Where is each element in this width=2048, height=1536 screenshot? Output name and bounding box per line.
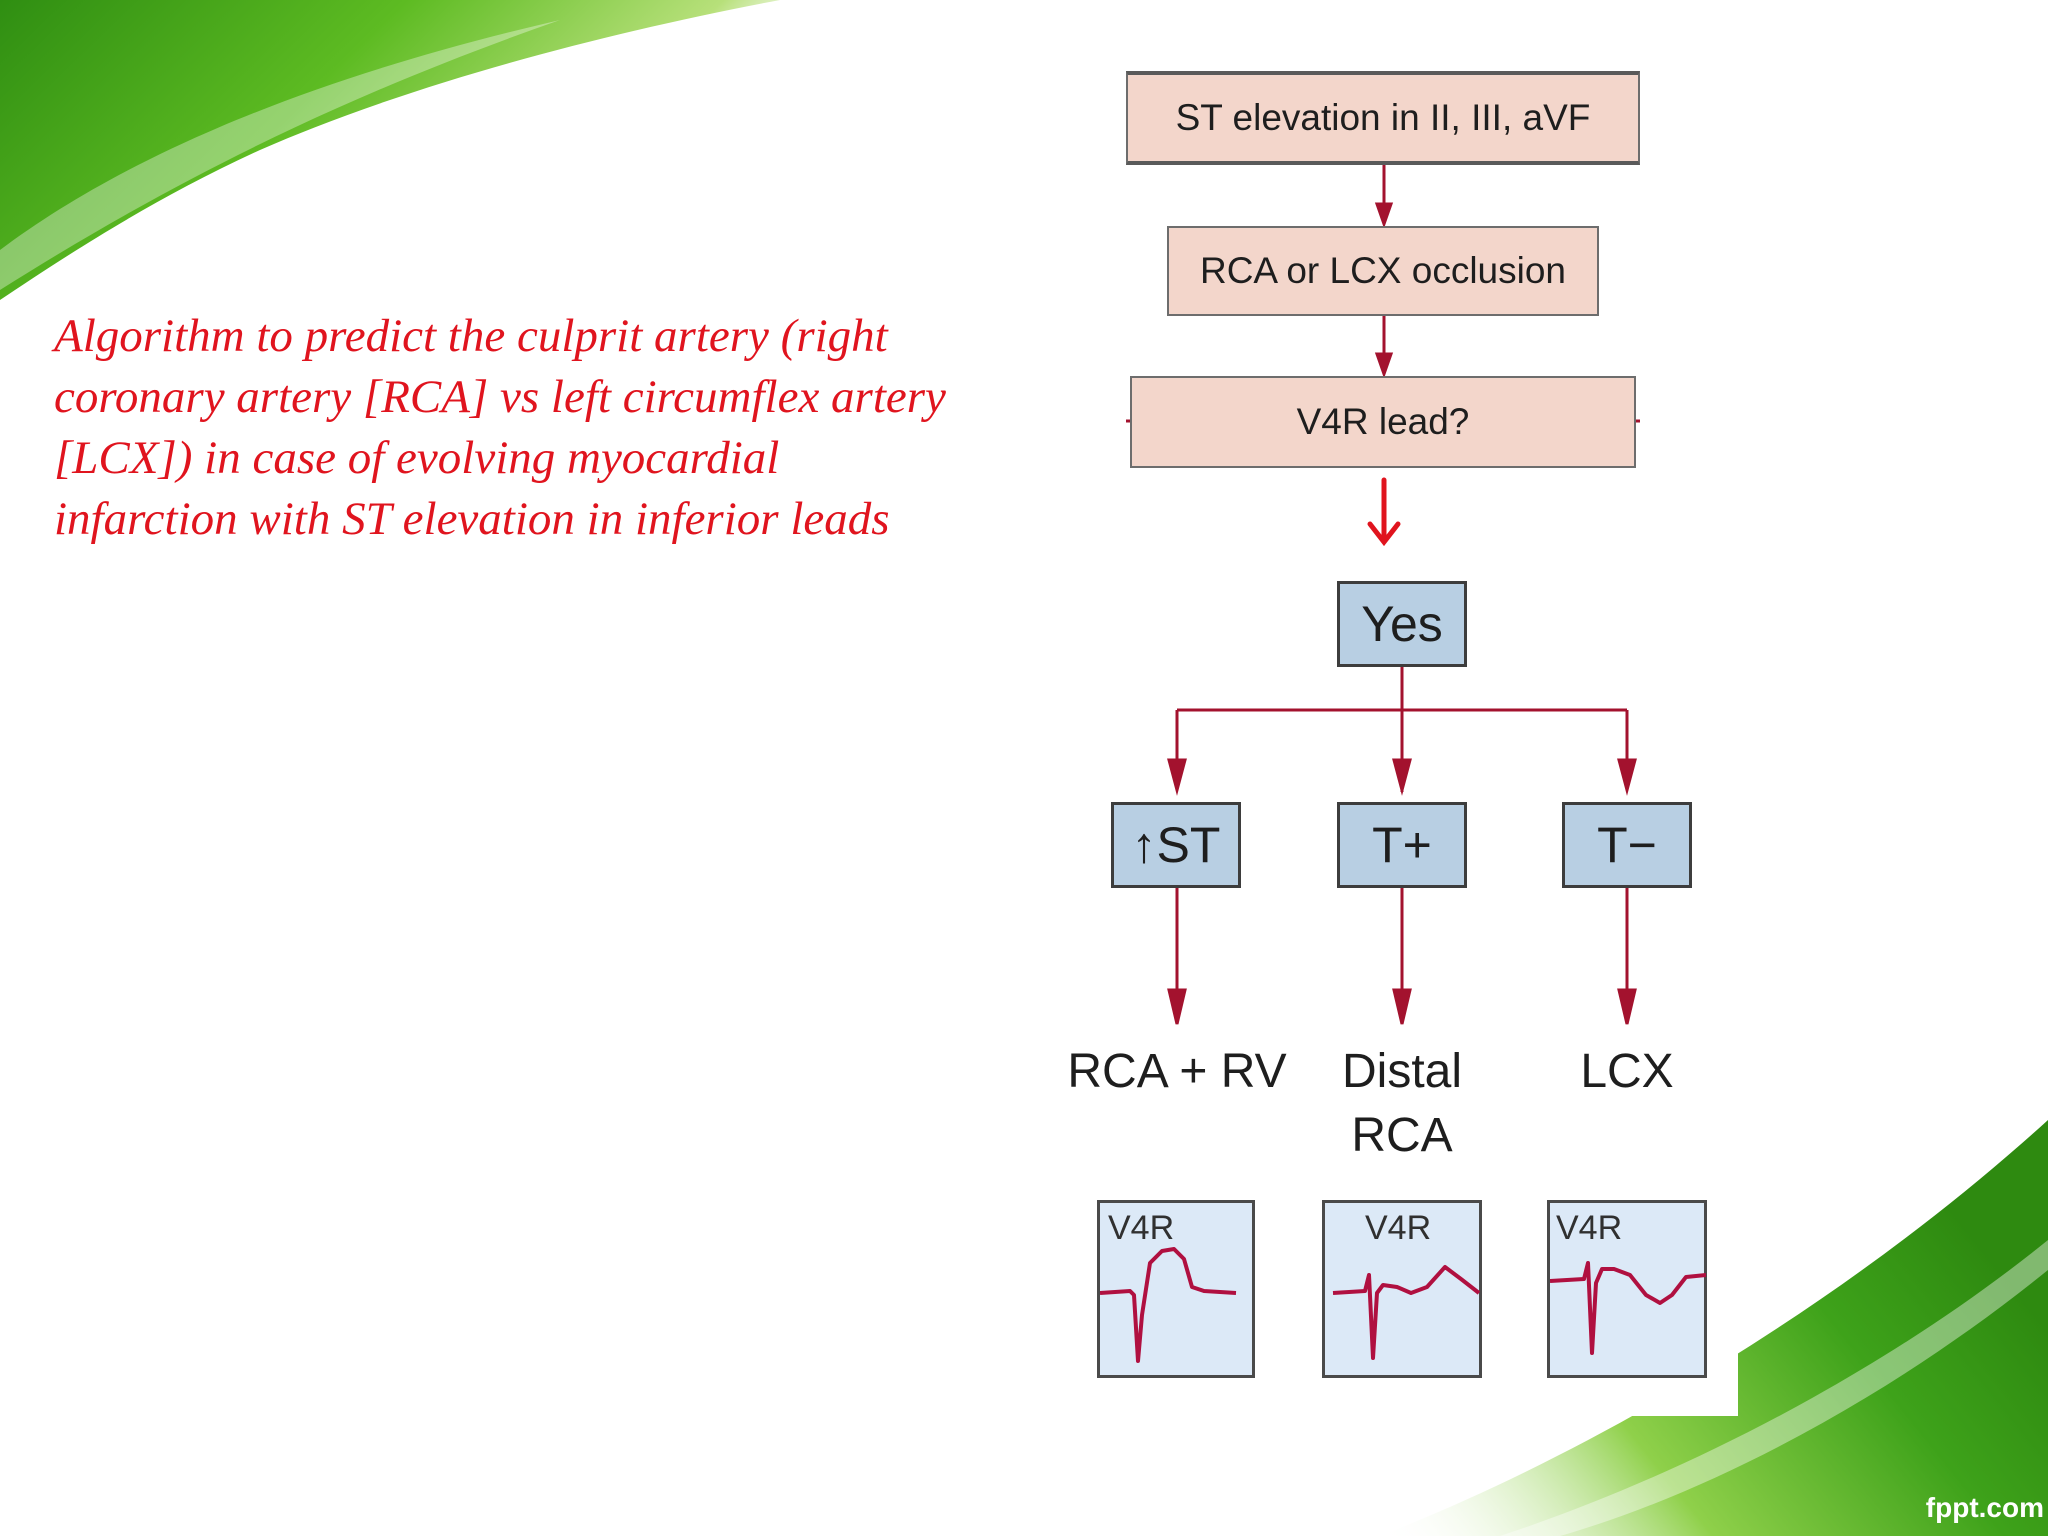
result-lcx: LCX	[1527, 1040, 1727, 1104]
step-st-elevation-label: ST elevation in II, III, aVF	[1175, 97, 1591, 138]
diagram-caption: Algorithm to predict the culprit artery …	[54, 306, 1064, 550]
ecg-trace-t-positive	[1332, 1265, 1481, 1360]
ecg-trace-t-negative	[1550, 1261, 1707, 1355]
finding-st-elevation-box: ↑ST	[1111, 802, 1241, 888]
result-rca-rv: RCA + RV	[1052, 1040, 1302, 1104]
ecg-lead-label: V4R	[1108, 1209, 1175, 1247]
result-distal-rca-line1: Distal	[1341, 1045, 1463, 1098]
step-v4r-question-label: V4R lead?	[1296, 401, 1470, 442]
answer-yes-box: Yes	[1337, 581, 1467, 667]
ecg-trace-st-elevation	[1100, 1247, 1237, 1363]
ecg-thumbnail-t-negative: V4R	[1547, 1200, 1707, 1378]
result-distal-rca: Distal RCA	[1302, 1040, 1502, 1168]
top-left-swoosh	[0, 0, 780, 300]
finding-t-positive-label: T+	[1372, 817, 1432, 873]
ecg-lead-label: V4R	[1556, 1209, 1623, 1247]
footer-brand: fppt.com	[1925, 1492, 2044, 1523]
step-occlusion: RCA or LCX occlusion	[1167, 226, 1599, 316]
caption-line: coronary artery [RCA] vs left circumflex…	[54, 371, 946, 423]
step-st-elevation: ST elevation in II, III, aVF	[1126, 71, 1640, 165]
finding-t-negative-label: T−	[1597, 817, 1657, 873]
result-lcx-line1: LCX	[1580, 1045, 1674, 1098]
bottom-right-swoosh	[1380, 1120, 2048, 1536]
finding-t-negative-box: T−	[1562, 802, 1692, 888]
ecg-thumbnail-st-elevation: V4R	[1097, 1200, 1255, 1378]
ecg-lead-label: V4R	[1365, 1209, 1432, 1247]
step-v4r-question: V4R lead?	[1130, 376, 1636, 468]
ecg-thumbnail-t-positive: V4R	[1322, 1200, 1482, 1378]
caption-line: infarction with ST elevation in inferior…	[54, 493, 890, 545]
finding-t-positive-box: T+	[1337, 802, 1467, 888]
caption-line: Algorithm to predict the culprit artery …	[54, 310, 888, 362]
caption-line: [LCX]) in case of evolving myocardial	[54, 432, 780, 484]
result-rca-rv-line1: RCA + RV	[1067, 1045, 1287, 1098]
result-distal-rca-line2: RCA	[1351, 1109, 1453, 1162]
answer-yes-label: Yes	[1361, 596, 1443, 652]
finding-st-elevation-label: ↑ST	[1131, 817, 1221, 873]
step-occlusion-label: RCA or LCX occlusion	[1199, 250, 1567, 291]
